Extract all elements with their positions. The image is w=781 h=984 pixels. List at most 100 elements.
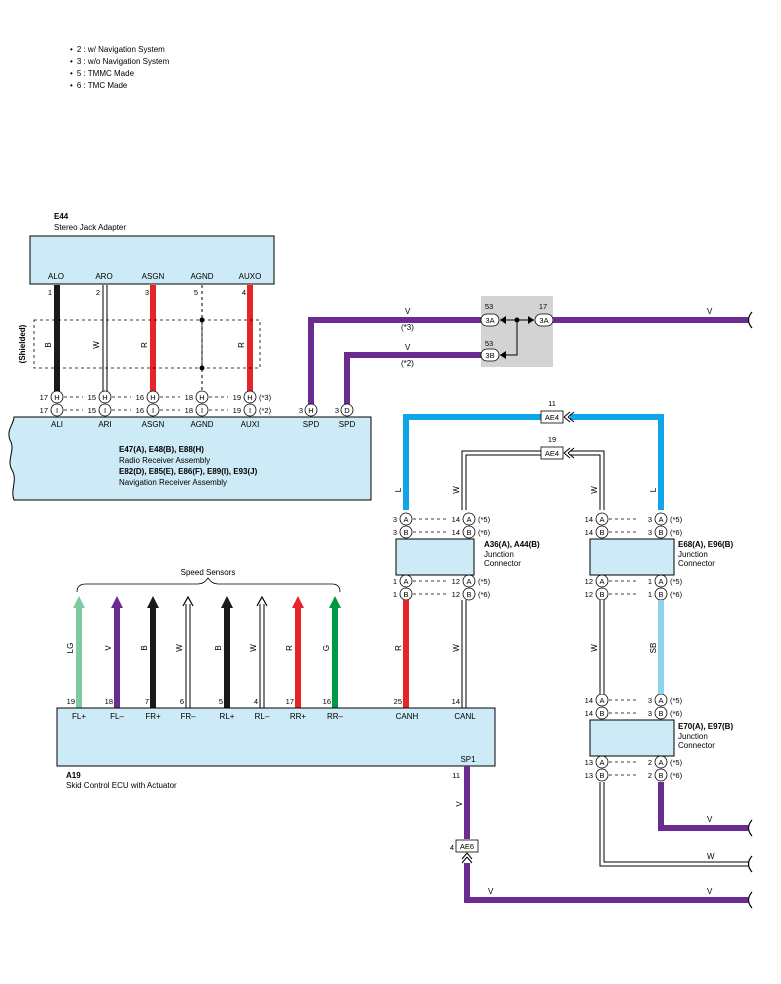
connector-letter: A	[403, 577, 408, 586]
ae6-connector	[455, 839, 479, 853]
wire-color-label: SB	[649, 643, 658, 654]
jc-connector	[595, 512, 609, 526]
jc-e70-box	[589, 719, 675, 757]
a19-pin-number: 5	[219, 697, 223, 706]
wire-spd-d	[344, 352, 481, 404]
jc-e68-sub: Connector	[678, 559, 715, 568]
radio-connector	[146, 390, 160, 404]
a19-code: A19	[66, 771, 81, 780]
e44-pin-number: 3	[145, 288, 149, 297]
wire-color-label: V	[104, 645, 113, 651]
wire-color-label: V	[707, 887, 713, 896]
connector-letter: B	[658, 590, 663, 599]
a19-ecu-box	[56, 707, 496, 767]
connector-letter: B	[599, 709, 604, 718]
jc-e70-title: E70(A), E97(B)	[678, 722, 733, 731]
connector-letter: A	[658, 696, 663, 705]
wire-color-label: W	[452, 644, 461, 652]
jc-e68-box	[589, 538, 675, 576]
radio-connector	[50, 403, 64, 417]
ae4-chevron-icon	[563, 447, 575, 459]
connector-letter: A	[403, 515, 408, 524]
a19-pin-label: FR–	[180, 712, 196, 721]
connector-letter: H	[199, 393, 204, 402]
jc-a36-sub: Connector	[484, 559, 521, 568]
a19-pin-number: 6	[180, 697, 184, 706]
wire-note-label: (*3)	[401, 323, 414, 332]
splice-connector-label: 3A	[539, 316, 548, 325]
jc-pin-note: (*6)	[478, 528, 491, 537]
jc-connector	[462, 525, 476, 539]
splice-pin-number: 53	[485, 302, 493, 311]
connector-letter: B	[599, 590, 604, 599]
a19-pin-label: RR–	[327, 712, 344, 721]
e44-box	[29, 235, 275, 285]
connector-letter: B	[403, 590, 408, 599]
e44-pin-number: 4	[242, 288, 246, 297]
jc-pin-number: 12	[585, 590, 593, 599]
shielded-label: (Shielded)	[18, 324, 27, 363]
radio-title-2: Radio Receiver Assembly	[119, 456, 210, 465]
radio-receiver-box	[8, 416, 372, 501]
radio-connector	[50, 390, 64, 404]
notes-legend: 2 : w/ Navigation System 3 : w/o Navigat…	[70, 44, 169, 92]
e44-pin-label: AUXO	[239, 272, 262, 281]
wire-color-label: V	[455, 801, 464, 807]
a19-pin-number: 4	[254, 697, 258, 706]
spd-connector-letter: D	[344, 406, 350, 415]
shield-junction	[199, 317, 205, 323]
radio-pin-number: 19	[233, 406, 241, 415]
e44-pin-number: 2	[96, 288, 100, 297]
a19-pin-label: FL+	[72, 712, 86, 721]
jc-e70-sub: Connector	[678, 741, 715, 750]
a19-pin-number: 25	[394, 697, 402, 706]
ae6-pin-number: 4	[450, 843, 454, 852]
wire-break-icon	[747, 311, 753, 329]
jc-e68-sub: Junction	[678, 550, 708, 559]
jc-connector	[399, 512, 413, 526]
wire-color-label: V	[488, 887, 494, 896]
connector-letter: A	[599, 758, 604, 767]
e44-pin-number: 5	[194, 288, 198, 297]
shield-box	[33, 319, 261, 369]
jc-pin-number: 12	[452, 590, 460, 599]
spd-connector-h	[304, 403, 318, 417]
connector-letter: I	[249, 406, 251, 415]
arrow-up-icon	[256, 595, 268, 607]
splice-connector-label: 3A	[485, 316, 494, 325]
jc-pin-number: 13	[585, 771, 593, 780]
wire-e70-w-core	[600, 782, 748, 866]
shield-junction	[199, 365, 205, 371]
ae4-pin-number: 19	[548, 435, 556, 444]
jc-pin-number: 14	[452, 515, 460, 524]
wire-can-w-right	[570, 450, 605, 510]
jc-pin-number: 14	[585, 528, 593, 537]
wire-color-label: R	[285, 645, 294, 651]
e44-name: Stereo Jack Adapter	[54, 223, 126, 232]
splice-connector-3a	[480, 313, 500, 327]
a19-pin-number: 17	[286, 697, 294, 706]
ae4-connector-label: AE4	[545, 449, 559, 458]
radio-connector	[243, 403, 257, 417]
wire-color-label: R	[394, 645, 403, 651]
jc-connector	[654, 768, 668, 782]
ae6-chevron-icon	[461, 852, 473, 864]
ae4-pin-number: 11	[548, 399, 556, 408]
connector-letter: H	[150, 393, 155, 402]
jc-pin-note: (*6)	[670, 771, 683, 780]
connector-letter: B	[403, 528, 408, 537]
ae4-connector	[540, 410, 564, 424]
wire-ae6-v	[464, 863, 748, 903]
radio-pin-label: AGND	[190, 420, 213, 429]
speed-sensors-brace	[76, 577, 341, 593]
wire-color-label: W	[249, 644, 258, 652]
jc-pin-number: 3	[648, 696, 652, 705]
arrow-up-icon	[221, 596, 233, 608]
e44-pin-label: ALO	[48, 272, 64, 281]
jc-pin-note: (*6)	[670, 528, 683, 537]
wire-color-label: R	[140, 342, 149, 348]
jc-pin-number: 14	[585, 709, 593, 718]
arrow-up-icon	[182, 595, 194, 607]
